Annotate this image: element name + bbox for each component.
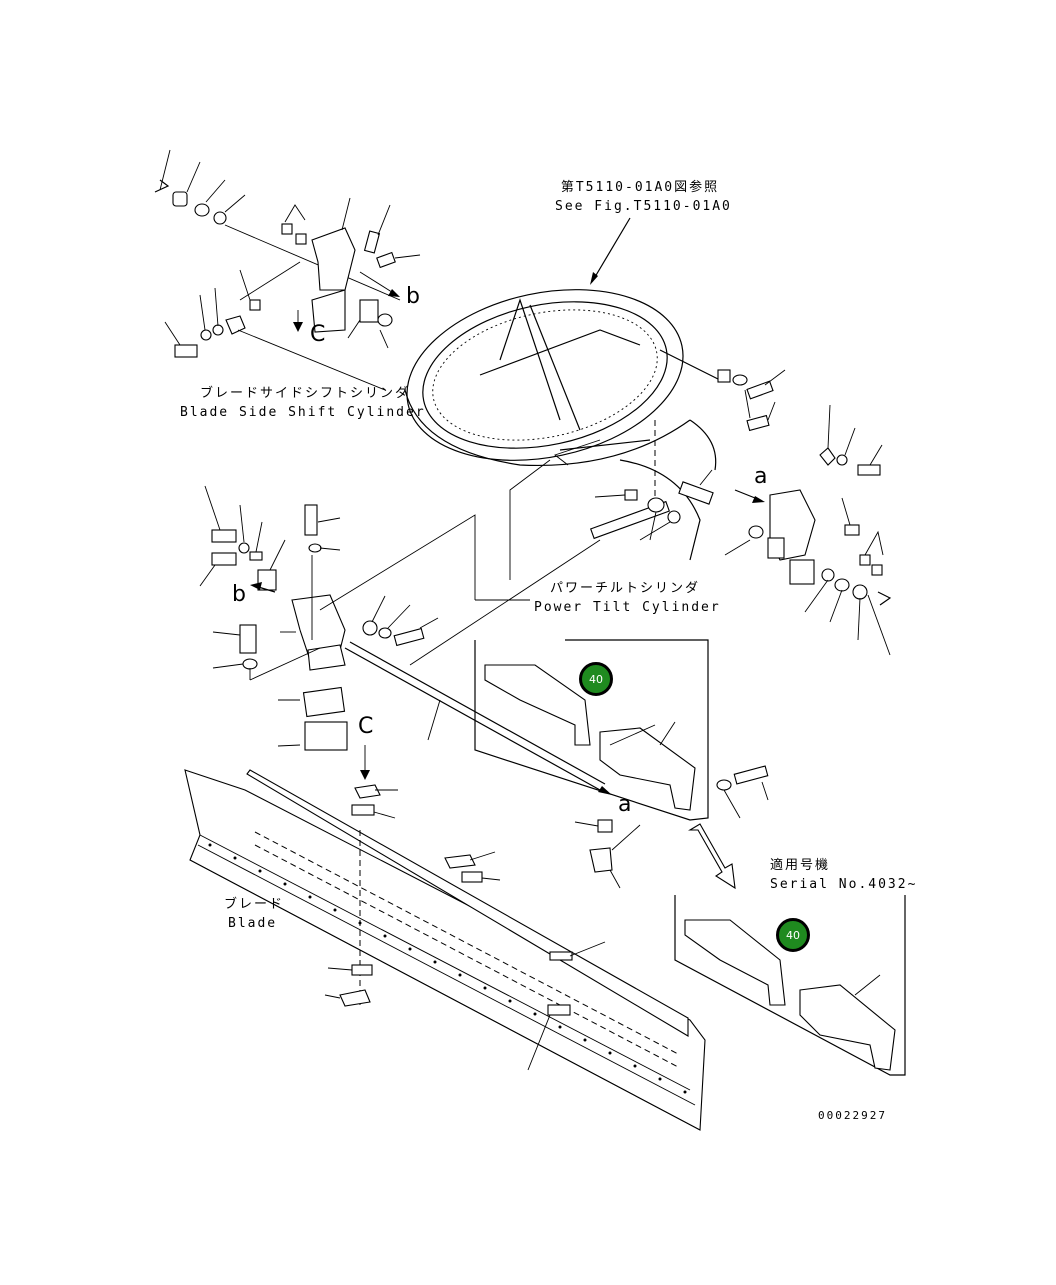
marker-b-left: b	[232, 582, 246, 607]
guard-bolts	[716, 765, 769, 819]
connector-lines	[319, 439, 601, 666]
marker-b-top: b	[406, 284, 420, 309]
marker-c-top: C	[310, 322, 326, 347]
wear-plates	[324, 745, 606, 1071]
guard-box-serial	[674, 895, 906, 1076]
marker-c-blade: C	[358, 714, 374, 739]
power-tilt-label-jp: パワーチルトシリンダ	[550, 581, 701, 596]
power-tilt-label-en: Power Tilt Cylinder	[534, 600, 721, 615]
blade-label-en: Blade	[228, 916, 278, 931]
figure-number: 00022927	[818, 1109, 887, 1122]
serial-arrow	[688, 823, 736, 890]
marker-a-right: a	[754, 464, 768, 489]
circle-assembly	[404, 289, 721, 561]
tilt-rod	[344, 641, 612, 795]
callout-badge-top[interactable]: 40	[579, 662, 613, 696]
guard-box-top	[474, 639, 709, 889]
side-shift-parts	[154, 149, 421, 391]
blade	[184, 769, 706, 1131]
power-tilt-parts	[589, 369, 892, 656]
blade-label-jp: ブレード	[224, 897, 285, 912]
side-shift-label-en: Blade Side Shift Cylinder	[180, 405, 426, 420]
ref-note-jp: 第T5110-01A0図参照	[560, 180, 720, 195]
callout-badge-serial[interactable]: 40	[776, 918, 810, 952]
ref-leader	[591, 217, 631, 283]
ref-note-en: See Fig.T5110-01A0	[555, 199, 732, 214]
serial-label-jp: 適用号機	[770, 858, 831, 873]
serial-label-en: Serial No.4032~	[770, 877, 918, 892]
side-shift-label-jp: ブレードサイドシフトシリンダ	[200, 386, 411, 401]
bracket-parts	[199, 485, 439, 751]
marker-a-rod: a	[618, 792, 632, 817]
